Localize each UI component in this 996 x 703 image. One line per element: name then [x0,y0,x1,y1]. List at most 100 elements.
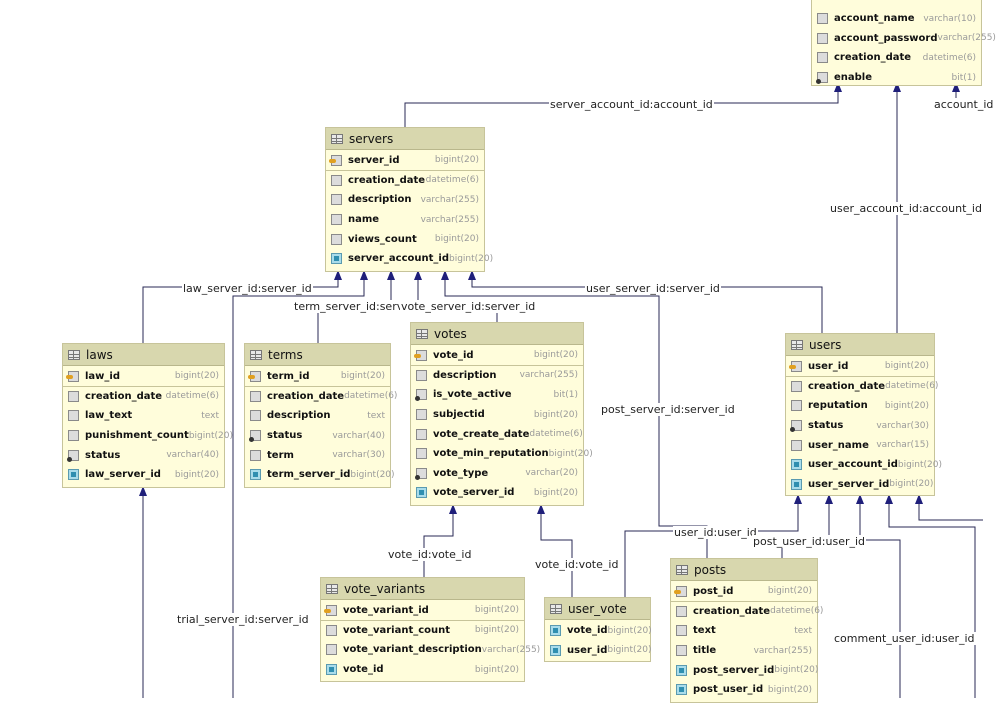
table-header[interactable]: laws [63,344,224,366]
table-name: votes [434,326,467,341]
column-name: post_user_id [693,684,764,696]
table-header[interactable]: vote_variants [321,578,524,600]
column-type: varchar(40) [332,430,385,441]
column-name: vote_server_id [433,487,515,499]
table-header[interactable]: users [786,334,934,356]
primary-key-icon [324,604,337,616]
primary-key-icon [414,349,427,361]
relation-label: vote_id:vote_id [534,558,620,571]
column-type: bigint(20) [533,409,578,420]
column-name: punishment_count [85,430,189,442]
column-icon [331,174,342,186]
column-type: bigint(20) [174,371,219,382]
column-row[interactable]: status varchar(40) [245,426,390,446]
table-header[interactable]: votes [411,323,583,345]
table-header[interactable]: user_vote [545,598,650,620]
index-column-icon [415,389,427,402]
column-name: post_server_id [693,664,775,676]
column-name: law_server_id [85,469,161,481]
table-icon [550,603,562,614]
column-name: status [267,430,303,442]
column-type: bigint(20) [434,155,479,166]
table-header[interactable]: terms [245,344,390,366]
column-type: datetime(6) [529,429,583,440]
table-header[interactable]: posts [671,559,817,581]
relation-label: post_user_id:user_id [752,535,867,548]
column-type: bigint(20) [474,664,519,675]
relation-line [781,500,830,558]
table-name: users [809,337,842,352]
column-icon [250,390,261,402]
relation-label: trial_server_id:server_id [176,613,310,626]
table-header[interactable]: servers [326,128,484,150]
relation-line [540,510,573,597]
relation-label: account_id [933,98,995,111]
table-name: user_vote [568,601,627,616]
primary-key-icon [248,370,261,382]
column-type: bigint(20) [434,234,479,245]
arrowhead-icon [537,504,545,514]
column-name: term_id [267,370,310,382]
column-type: bigint(20) [474,605,519,616]
